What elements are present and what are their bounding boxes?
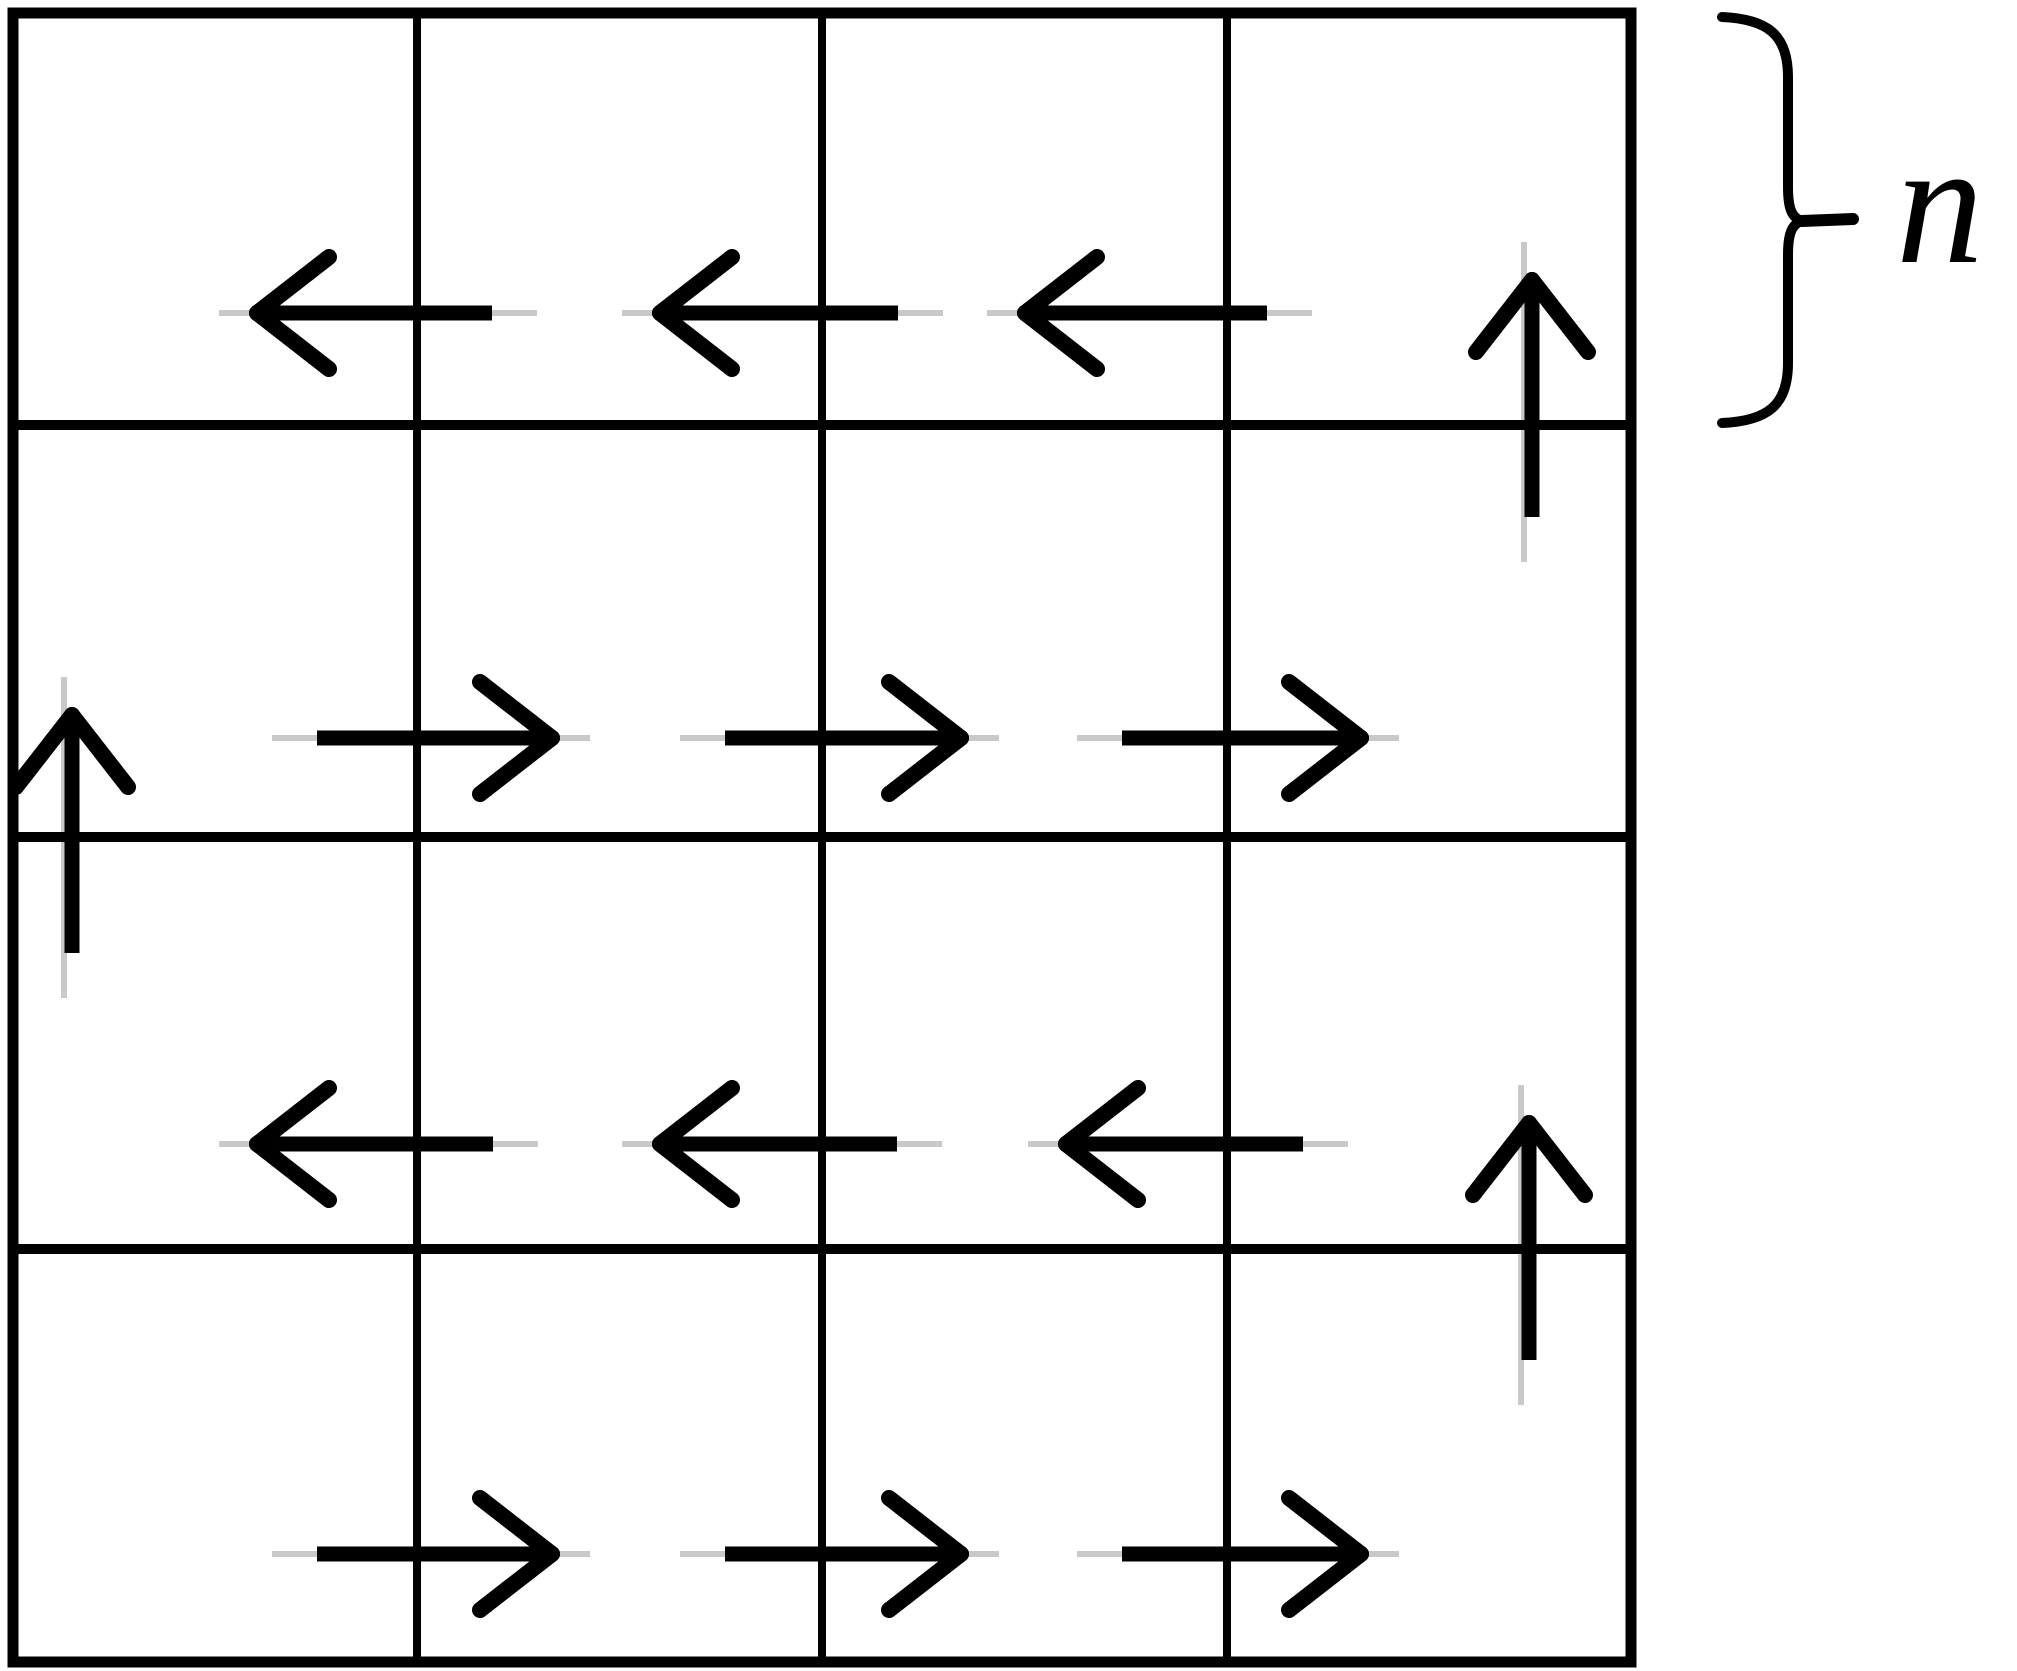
right-arrow-head-row4-right-3 — [1281, 1546, 1369, 1618]
brace-tick — [1796, 213, 1859, 227]
right-arrow-head-row4-right-2 — [881, 1546, 969, 1618]
up-arrow-head2-up-left-row3-to-row2 — [8, 707, 80, 795]
up-arrow-head-up-right-row4-to-row3 — [1521, 1115, 1593, 1203]
right-arrow-head2-row2-right-3 — [1281, 674, 1369, 746]
row-height-label: n — [1896, 106, 1984, 300]
left-arrow-head-row1-left-1 — [249, 249, 337, 321]
left-arrow-head2-row3-left-1 — [249, 1136, 337, 1208]
up-arrow-head-up-left-row3-to-row2 — [64, 707, 136, 795]
left-arrow-head2-row3-left-2 — [652, 1136, 740, 1208]
right-arrow-head-row2-right-1 — [472, 730, 560, 802]
up-arrow-head2-up-right-row2-to-row1 — [1468, 272, 1540, 360]
left-arrow-head-row3-left-3 — [1058, 1080, 1146, 1152]
right-arrow-head-row4-right-1 — [472, 1546, 560, 1618]
right-arrow-head2-row4-right-1 — [472, 1490, 560, 1562]
row-height-brace — [1717, 12, 1807, 428]
right-arrow-head2-row2-right-1 — [472, 674, 560, 746]
left-arrow-head2-row1-left-3 — [1017, 305, 1105, 377]
up-arrow-head2-up-right-row4-to-row3 — [1465, 1115, 1537, 1203]
left-arrow-head2-row3-left-3 — [1058, 1136, 1146, 1208]
right-arrow-head2-row4-right-3 — [1281, 1490, 1369, 1562]
left-arrow-head-row3-left-2 — [652, 1080, 740, 1152]
right-arrow-head2-row4-right-2 — [881, 1490, 969, 1562]
right-arrow-head2-row2-right-2 — [881, 674, 969, 746]
left-arrow-head-row1-left-2 — [652, 249, 740, 321]
left-arrow-head-row1-left-3 — [1017, 249, 1105, 321]
left-arrow-head-row3-left-1 — [249, 1080, 337, 1152]
right-arrow-head-row2-right-2 — [881, 730, 969, 802]
up-arrow-head-up-right-row2-to-row1 — [1524, 272, 1596, 360]
left-arrow-head2-row1-left-2 — [652, 305, 740, 377]
left-arrow-head2-row1-left-1 — [249, 305, 337, 377]
grid-border — [7, 7, 1637, 1668]
right-arrow-head-row2-right-3 — [1281, 730, 1369, 802]
